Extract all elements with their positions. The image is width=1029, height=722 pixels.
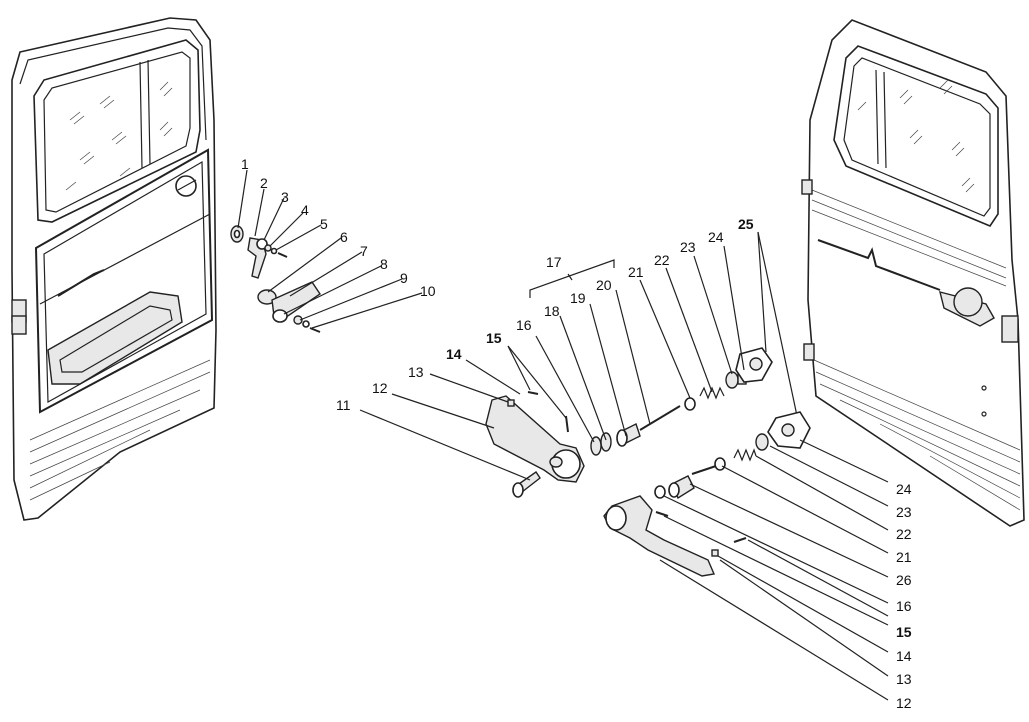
outer-handle-assembly	[603, 411, 811, 577]
label-23-top: 23	[680, 239, 696, 255]
label-16-right: 16	[896, 598, 912, 614]
leader-lines-center	[359, 231, 801, 481]
label-23-right: 23	[896, 504, 912, 520]
label-4: 4	[301, 202, 309, 218]
center-lock-assembly	[485, 347, 773, 498]
label-3: 3	[281, 189, 289, 205]
label-1: 1	[241, 156, 249, 172]
label-11: 11	[336, 397, 351, 413]
label-7: 7	[360, 243, 368, 259]
label-15-right: 15	[896, 624, 912, 640]
label-14-left: 14	[446, 346, 462, 362]
label-15-left: 15	[486, 330, 502, 346]
label-5: 5	[320, 216, 328, 232]
bracket-17	[529, 259, 615, 298]
label-21-top: 21	[628, 264, 644, 280]
label-8: 8	[380, 256, 388, 272]
label-9: 9	[400, 270, 408, 286]
label-16-left: 16	[516, 317, 532, 333]
label-10: 10	[420, 283, 436, 299]
leader-lines-left	[237, 169, 423, 329]
label-22-top: 22	[654, 252, 670, 268]
label-17: 17	[546, 254, 562, 270]
label-13-left: 13	[408, 364, 424, 380]
label-19: 19	[570, 290, 586, 306]
inner-handle-parts-1-10	[230, 225, 321, 333]
label-20: 20	[596, 277, 612, 293]
label-18: 18	[544, 303, 560, 319]
label-6: 6	[340, 229, 348, 245]
part-number-labels: 1 2 3 4 5 6 7 8 9 10 11 12 13 14 15 16 1…	[241, 156, 912, 711]
leader-lines-right	[659, 439, 889, 701]
label-26: 26	[896, 572, 912, 588]
label-24-top: 24	[708, 229, 724, 245]
label-12-left: 12	[372, 380, 388, 396]
label-14-right: 14	[896, 648, 912, 664]
right-door-outer-panel	[801, 19, 1025, 527]
label-25: 25	[738, 216, 754, 232]
label-12-right: 12	[896, 695, 912, 711]
left-door-inner-panel	[11, 17, 217, 521]
label-22-right: 22	[896, 526, 912, 542]
label-21-right: 21	[896, 549, 912, 565]
label-13-right: 13	[896, 671, 912, 687]
label-24-right: 24	[896, 481, 912, 497]
label-2: 2	[260, 175, 268, 191]
